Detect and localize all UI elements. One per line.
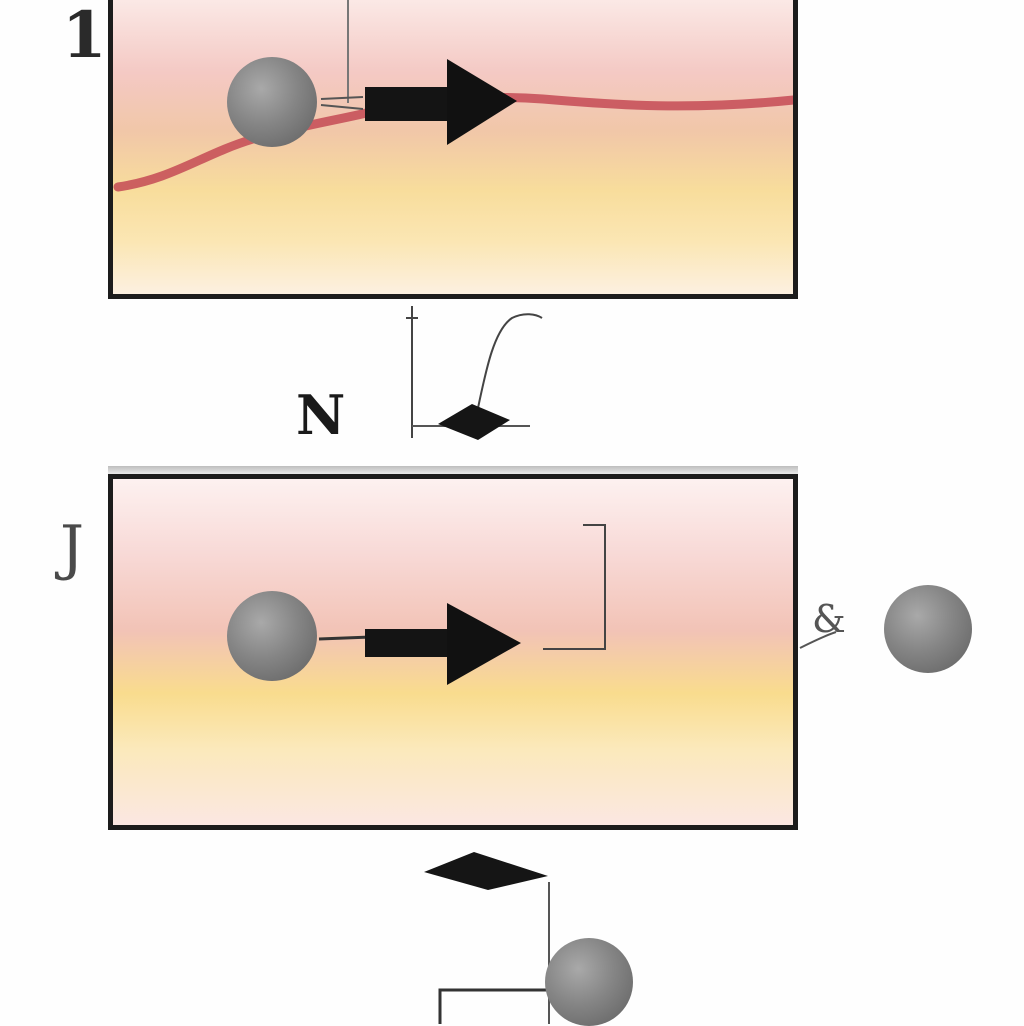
label-top-corner: 1	[62, 0, 107, 73]
box-outline	[438, 988, 560, 1024]
label-bottom-corner: J	[60, 513, 85, 583]
bracket-line	[543, 524, 606, 650]
arrow-right-icon	[365, 59, 517, 145]
top-panel	[108, 0, 798, 299]
ball-icon	[545, 938, 633, 1026]
connector-line	[318, 635, 372, 641]
diamond-icon	[438, 404, 510, 440]
top-panel-drawing	[113, 0, 793, 192]
label-middle-letter: N	[296, 383, 346, 447]
ball-icon	[884, 585, 972, 673]
arrow-right-icon	[365, 603, 521, 685]
diamond-icon	[424, 852, 548, 890]
ball-icon	[227, 57, 317, 147]
ball-icon	[227, 591, 317, 681]
bottom-panel-drawing	[318, 524, 606, 685]
hook-line	[477, 313, 543, 409]
connector-line	[320, 104, 364, 110]
label-right-mark: &	[812, 597, 846, 641]
connector-line	[320, 96, 364, 100]
bottom-panel	[108, 474, 798, 830]
